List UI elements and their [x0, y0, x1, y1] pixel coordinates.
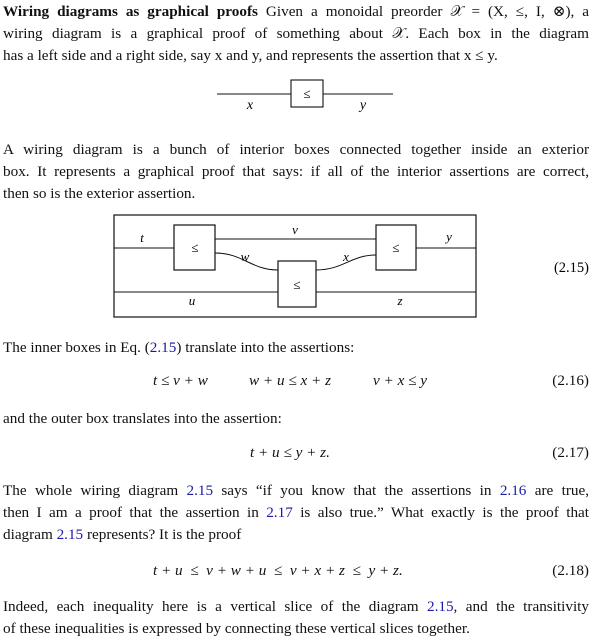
wire-u-label: u [189, 293, 196, 308]
wire-y-label: y [444, 229, 452, 244]
equation-2-17: t + u ≤ y + z. (2.17) [3, 444, 589, 466]
equation-number-2-16: (2.16) [552, 372, 589, 389]
p4-text: and the outer box translates into the as… [3, 410, 282, 427]
wire-t-label: t [140, 230, 144, 245]
wire-w-label: w [241, 249, 250, 264]
p5-l3-pre: diagram [3, 526, 57, 543]
equation-number-2-18: (2.18) [552, 562, 589, 579]
section-heading: Wiring diagrams as graphical proofs [3, 3, 258, 20]
paragraph-5: The whole wiring diagram 2.15 says “if y… [3, 480, 589, 546]
small-wire-x-label: x [246, 98, 254, 113]
ref-2-15-link[interactable]: 2.15 [149, 339, 177, 356]
intro-line-2: wiring diagram is a graphical proof of s… [3, 25, 589, 42]
ref-2-16-link[interactable]: 2.16 [499, 482, 527, 499]
equation-2-16: t ≤ v + w w + u ≤ x + z v + x ≤ y (2.16) [3, 372, 589, 394]
p5-l1-mid: says “if you know that the assertions in [213, 482, 500, 499]
intro-text-1: Given a monoidal preorder 𝒳 = (X, ≤, I, … [265, 3, 590, 20]
eq218-body: t + u ≤ v + w + u ≤ v + x + z ≤ y + z. [153, 562, 403, 579]
p3-text-pre: The inner boxes in Eq. ( [3, 339, 150, 356]
box3-label: ≤ [392, 240, 399, 255]
equation-2-18: t + u ≤ v + w + u ≤ v + x + z ≤ y + z. (… [3, 562, 589, 584]
eq216-part-c: v + x ≤ y [373, 372, 427, 389]
paragraph-6: Indeed, each inequality here is a vertic… [3, 596, 589, 640]
ref-2-15-link-c[interactable]: 2.15 [56, 526, 84, 543]
big-wiring-diagram: ≤ ≤ ≤ t v w x y u z (2.15) [113, 214, 589, 318]
equation-number-2-15: (2.15) [554, 260, 589, 276]
paragraph-4: and the outer box translates into the as… [3, 408, 589, 430]
paper-page: Wiring diagrams as graphical proofs Give… [3, 0, 589, 641]
p6-l1-pre: Indeed, each inequality here is a vertic… [3, 598, 427, 615]
p5-l1-post: are true, [526, 482, 590, 499]
p2-line-2: box. It represents a graphical proof tha… [3, 163, 589, 180]
p5-l2-pre: then I am a proof that the assertion in [3, 504, 267, 521]
eq216-part-b: w + u ≤ x + z [249, 372, 331, 389]
p6-line-2: of these inequalities is expressed by co… [3, 620, 470, 637]
p6-l1-post: , and the transitivity [453, 598, 589, 615]
p5-l2-post: is also true.” What exactly is the proof… [292, 504, 590, 521]
small-wiring-diagram: ≤ x y [217, 79, 393, 113]
wire-z-label: z [396, 293, 402, 308]
small-wire-y-label: y [358, 98, 367, 113]
p5-l3-post: represents? It is the proof [83, 526, 242, 543]
box2-label: ≤ [293, 277, 300, 292]
p2-line-3: then so is the exterior assertion. [3, 185, 196, 202]
intro-line-1: Wiring diagrams as graphical proofs Give… [3, 1, 589, 23]
intro-paragraph: Wiring diagrams as graphical proofs Give… [3, 1, 589, 67]
small-box-label: ≤ [303, 86, 310, 101]
paragraph-3: The inner boxes in Eq. (2.15) translate … [3, 337, 589, 359]
equation-number-2-17: (2.17) [552, 444, 589, 461]
wire-v-label: v [292, 222, 298, 237]
p2-line-1: A wiring diagram is a bunch of interior … [3, 141, 589, 158]
p5-l1-pre: The whole wiring diagram [3, 482, 187, 499]
intro-line-3: has a left side and a right side, say x … [3, 47, 498, 64]
ref-2-15-link-d[interactable]: 2.15 [426, 598, 454, 615]
ref-2-15-link-b[interactable]: 2.15 [186, 482, 214, 499]
p3-text-post: ) translate into the assertions: [176, 339, 355, 356]
wire-x-label: x [342, 249, 349, 264]
paragraph-2: A wiring diagram is a bunch of interior … [3, 139, 589, 205]
box1-label: ≤ [191, 240, 198, 255]
eq216-part-a: t ≤ v + w [153, 372, 208, 389]
eq217-body: t + u ≤ y + z. [250, 444, 330, 461]
ref-2-17-link[interactable]: 2.17 [266, 504, 293, 521]
